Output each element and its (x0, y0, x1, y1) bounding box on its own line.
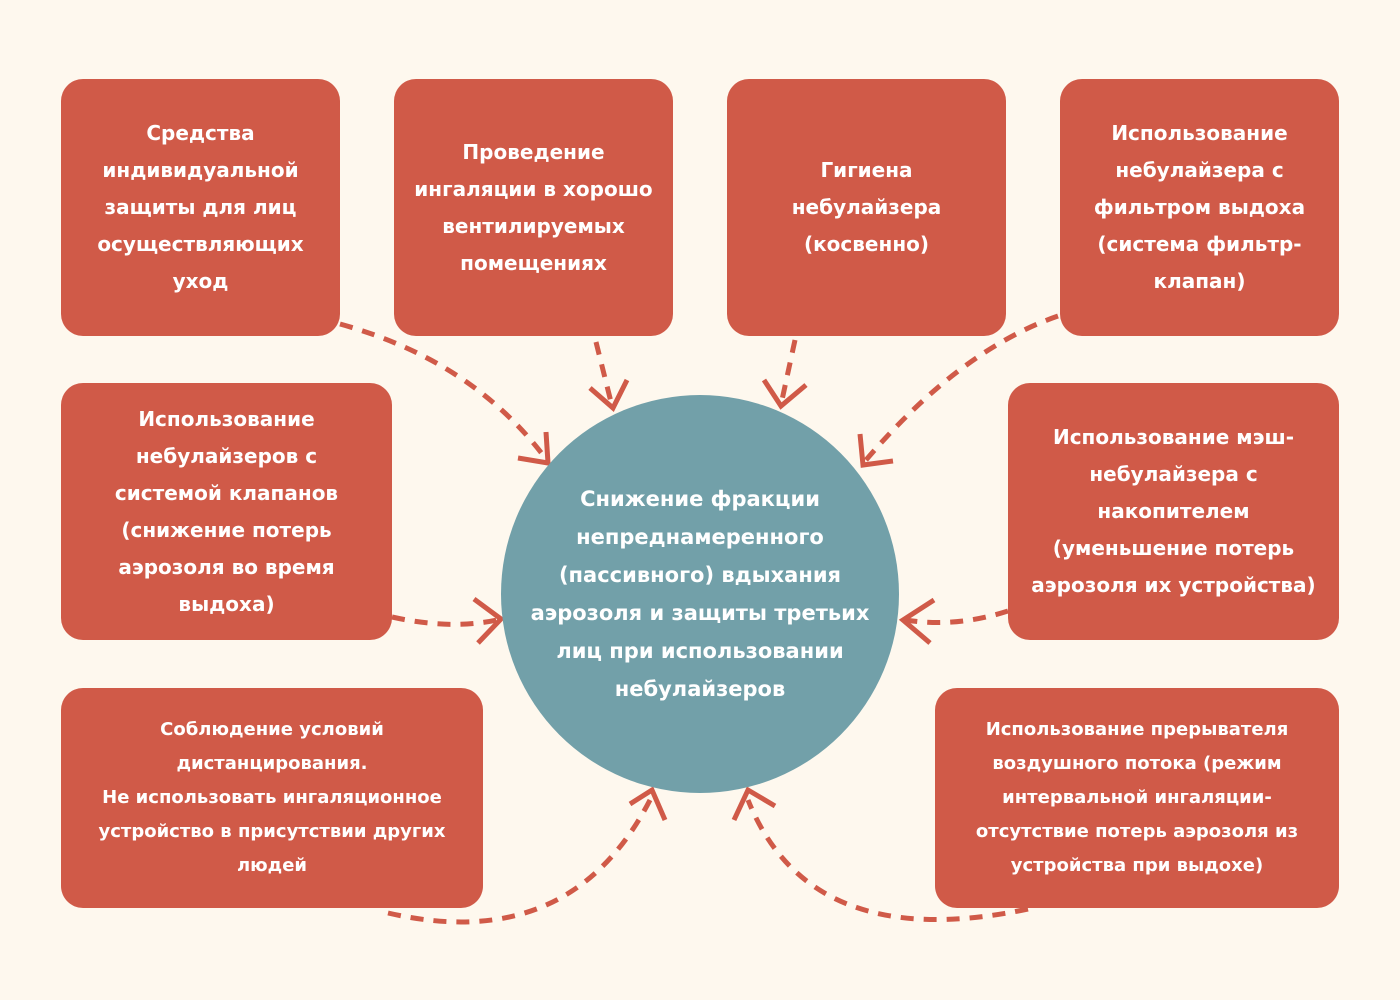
box-valve-system: Использование небулайзеров с системой клап… (61, 383, 392, 640)
box-ppe-line: индивидуальной (102, 158, 299, 182)
box-mesh-nebulizer-line: накопителем (1097, 499, 1250, 523)
box-ventilation-line: Проведение (462, 139, 605, 164)
center-line: аэрозоля и защиты третьих (530, 601, 870, 625)
box-exhale-filter-line: (система фильтр- (1097, 232, 1302, 256)
center-line: лиц при использовании (556, 639, 844, 663)
arrow-exhale-filter (857, 313, 1059, 468)
box-airflow-interrupter-line: интервальной ингаляции- (1002, 787, 1272, 808)
box-airflow-interrupter: Использование прерывателя воздушного пото… (935, 688, 1339, 908)
box-valve-system-line: Использование (138, 406, 315, 431)
box-airflow-interrupter-line: Использование прерывателя (985, 719, 1289, 740)
box-exhale-filter: Использование небулайзера с фильтром выдох… (1060, 79, 1339, 336)
box-mesh-nebulizer: Использование мэш-небулайзера с накопител… (1008, 383, 1339, 640)
box-exhale-filter-line: небулайзера с (1115, 158, 1284, 182)
box-distancing-line: Соблюдение условий (160, 719, 384, 740)
box-distancing-line: Не использовать ингаляционное (102, 787, 442, 808)
box-mesh-nebulizer-line: Использование мэш- (1052, 425, 1295, 449)
center-circle: Снижение фракции непреднамеренного (пассив… (501, 395, 899, 793)
box-mesh-nebulizer-line: небулайзера с (1089, 462, 1258, 486)
box-exhale-filter-line: фильтром выдоха (1093, 195, 1306, 219)
box-ppe-line: Средства (146, 121, 255, 145)
box-distancing-line: устройство в присутствии других (98, 821, 446, 842)
box-distancing: Соблюдение условий дистанцирования. Не исп… (61, 688, 483, 908)
center-line: небулайзеров (614, 677, 786, 701)
box-ventilation-line: помещениях (460, 250, 607, 275)
arrow-hygiene (761, 339, 808, 410)
box-hygiene-line: Гигиена (820, 158, 913, 182)
box-ppe-line: осуществляющих (97, 232, 304, 256)
box-airflow-interrupter-line: отсутствие потерь аэрозоля из (975, 821, 1299, 842)
box-ppe-line: защиты для лиц (104, 195, 297, 219)
arrow-airflow-interrupter (731, 786, 1029, 922)
box-ppe: Средства индивидуальной защиты для лиц осущ… (61, 79, 340, 336)
center-line: Снижение фракции (580, 487, 820, 511)
box-ventilation-line: вентилируемых (442, 213, 625, 238)
box-hygiene-line: (косвенно) (803, 232, 930, 256)
arrow-ventilation (588, 341, 630, 413)
box-exhale-filter-line: Использование (1111, 121, 1288, 145)
arrow-distancing (387, 786, 668, 925)
arrow-mesh-nebulizer (898, 597, 1009, 645)
box-hygiene-line: небулайзера (791, 195, 942, 219)
box-hygiene: Гигиена небулайзера (косвенно) (727, 79, 1006, 336)
center-line: (пассивного) вдыхания (558, 563, 842, 587)
box-mesh-nebulizer-line: (уменьшение потерь (1052, 536, 1295, 560)
box-mesh-nebulizer-line: аэрозоля их устройства) (1031, 573, 1316, 597)
center-line: непреднамеренного (576, 525, 824, 549)
box-valve-system-line: (снижение потерь (121, 517, 332, 542)
box-ppe-line: уход (172, 269, 229, 293)
box-airflow-interrupter-line: устройства при выдохе) (1010, 855, 1264, 876)
arrow-ppe (339, 321, 551, 466)
arrow-valve-system (391, 596, 505, 645)
box-valve-system-line: небулайзеров с (135, 443, 318, 468)
box-exhale-filter-line: клапан) (1153, 269, 1246, 293)
box-distancing-line: дистанцирования. (176, 753, 368, 774)
box-valve-system-line: выдоха) (178, 591, 275, 616)
box-valve-system-line: аэрозоля во время (118, 554, 335, 579)
box-ventilation: Проведение ингаляции в хорошо вентилируемы… (394, 79, 673, 336)
box-valve-system-line: системой клапанов (114, 480, 339, 505)
box-airflow-interrupter-line: воздушного потока (режим (992, 753, 1282, 774)
box-distancing-line: людей (236, 855, 308, 876)
box-ventilation-line: ингаляции в хорошо (414, 176, 653, 201)
